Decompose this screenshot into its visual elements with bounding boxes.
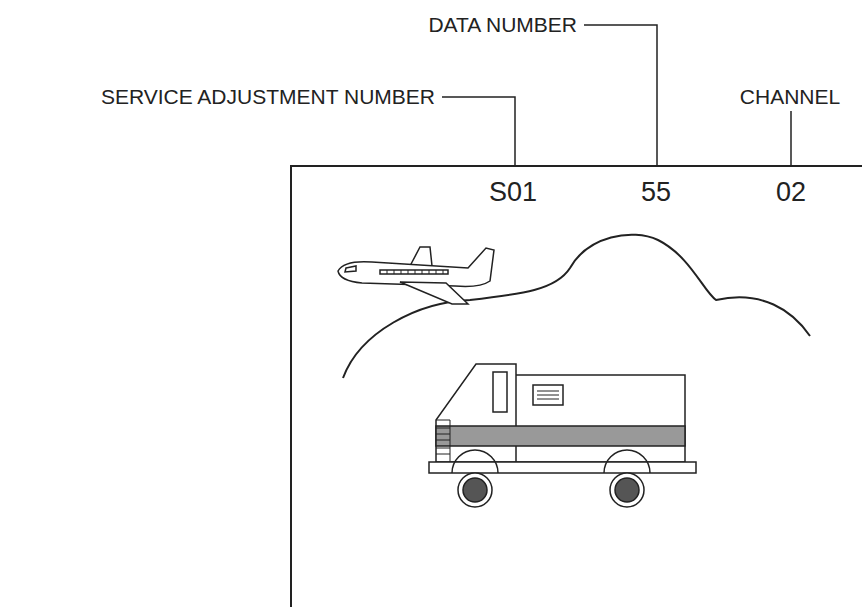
leader-line: [790, 111, 792, 166]
callout-label: CHANNEL: [740, 85, 840, 108]
callout-label: SERVICE ADJUSTMENT NUMBER: [101, 85, 435, 108]
cloud-outline: [343, 235, 810, 378]
screen-value: S01: [489, 178, 537, 208]
leader-line: [584, 25, 657, 166]
screen-frame: [291, 166, 862, 607]
airplane-icon: [338, 247, 494, 304]
leader-line: [442, 97, 515, 166]
truck-icon: [429, 364, 696, 507]
screen-value: 55: [641, 178, 671, 208]
screen-value: 02: [776, 178, 806, 208]
callout-label: DATA NUMBER: [428, 13, 577, 36]
